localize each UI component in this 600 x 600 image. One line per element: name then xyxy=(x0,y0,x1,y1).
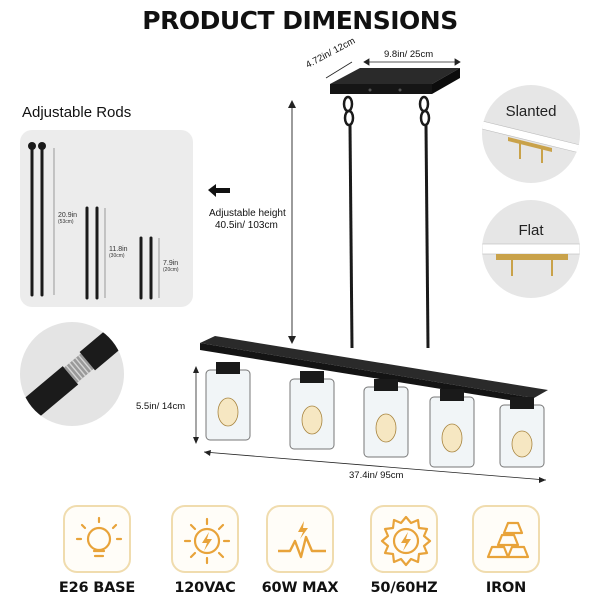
adjustable-height-label: Adjustable height 40.5in/ 103cm xyxy=(209,208,286,231)
spec-box xyxy=(266,505,334,573)
total-width-dim: 37.4in/ 95cm xyxy=(349,470,404,481)
iron-bars-icon xyxy=(486,521,530,559)
rod-label-short: 7.9in(20cm) xyxy=(163,260,179,273)
sun-bolt-icon xyxy=(183,517,231,565)
flat-ceiling-icon xyxy=(482,243,580,276)
shade-1 xyxy=(205,362,251,441)
mount-flat-label: Flat xyxy=(518,222,544,239)
spec-label: 50/60HZ xyxy=(370,580,438,596)
spec-label: IRON xyxy=(485,580,527,596)
shade-4 xyxy=(429,389,475,468)
mount-slanted-card: Slanted xyxy=(482,85,580,183)
canopy-width-dim: 9.8in/ 25cm xyxy=(384,49,434,60)
spec-label: E26 BASE xyxy=(58,580,136,596)
spec-box xyxy=(370,505,438,573)
spec-label: 120VAC xyxy=(174,580,236,596)
spec-box xyxy=(63,505,131,573)
rod-label-long: 20.9in(53cm) xyxy=(58,212,78,225)
bulb-icon xyxy=(75,516,123,558)
shade-2 xyxy=(289,371,335,450)
spec-60w-max: 60W MAX xyxy=(259,505,341,596)
shade-5 xyxy=(499,397,545,468)
rods-panel: 20.9in(53cm) 11.8in(30cm) 7.9in(20cm) xyxy=(20,130,193,307)
spec-50-60hz: 50/60HZ xyxy=(363,505,445,596)
slanted-ceiling-icon xyxy=(482,120,580,163)
rods-heading: Adjustable Rods xyxy=(22,104,132,121)
page-title: PRODUCT DIMENSIONS xyxy=(142,6,458,35)
spec-120vac: 120VAC xyxy=(164,505,246,596)
power-wave-icon xyxy=(278,521,326,559)
adjustable-height-value: 40.5in/ 103cm xyxy=(215,219,278,231)
gear-bolt-icon xyxy=(380,515,432,567)
mount-slanted-label: Slanted xyxy=(505,103,557,120)
shade-height-dim: 5.5in/ 14cm xyxy=(136,401,186,412)
adjustable-height-text: Adjustable height xyxy=(209,208,286,219)
spec-box xyxy=(171,505,239,573)
shade-3 xyxy=(363,379,409,458)
spec-box xyxy=(472,505,540,573)
spec-iron: IRON xyxy=(465,505,547,596)
rods-illustration xyxy=(28,142,160,300)
rod-label-medium: 11.8in(30cm) xyxy=(109,246,128,259)
spec-e26-base: E26 BASE xyxy=(56,505,138,596)
mount-flat-card: Flat xyxy=(482,200,580,298)
spec-label: 60W MAX xyxy=(261,580,339,596)
